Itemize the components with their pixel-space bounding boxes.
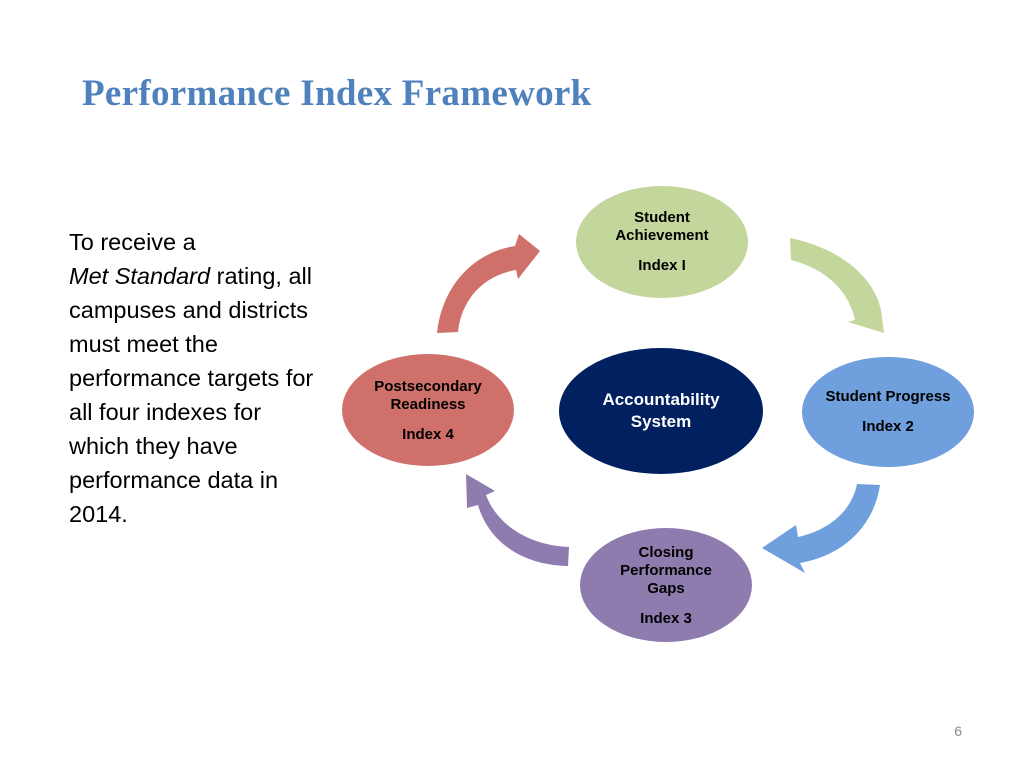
node-closing-performance-gaps-label: Closing Performance Gaps (620, 544, 712, 597)
arrow-achievement-to-progress (790, 238, 884, 333)
node-student-progress (802, 357, 974, 467)
node-student-achievement-text: Student Achievement Index I (582, 195, 742, 289)
body-text-rest: rating, all campuses and districts must … (69, 263, 314, 527)
center-accountability-system-label: Accountability System (602, 390, 720, 431)
body-text-emphasis: Met Standard (69, 263, 211, 289)
arrow-gaps-to-readiness (466, 474, 569, 566)
node-student-achievement-index: Index I (638, 257, 686, 274)
body-text-intro: To receive a (69, 229, 196, 255)
node-closing-performance-gaps-text: Closing Performance Gaps Index 3 (586, 535, 746, 637)
slide-title: Performance Index Framework (82, 73, 592, 114)
node-postsecondary-readiness-index: Index 4 (402, 426, 454, 443)
node-student-progress-label: Student Progress (825, 388, 951, 405)
page-number: 6 (954, 723, 962, 739)
node-closing-performance-gaps-index: Index 3 (640, 610, 692, 627)
node-postsecondary-readiness-label: Postsecondary Readiness (374, 378, 482, 413)
node-student-achievement-label: Student Achievement (615, 209, 709, 244)
node-student-progress-index: Index 2 (862, 418, 914, 435)
node-postsecondary-readiness-text: Postsecondary Readiness Index 4 (348, 365, 508, 457)
body-text: To receive a Met Standard rating, all ca… (69, 225, 319, 531)
arrow-progress-to-gaps (762, 484, 880, 573)
node-student-achievement (576, 186, 748, 298)
arrow-readiness-to-achievement (437, 234, 540, 333)
node-closing-performance-gaps (580, 528, 752, 642)
center-accountability-system (559, 348, 763, 474)
node-student-progress-text: Student Progress Index 2 (806, 366, 970, 458)
node-postsecondary-readiness (342, 354, 514, 466)
